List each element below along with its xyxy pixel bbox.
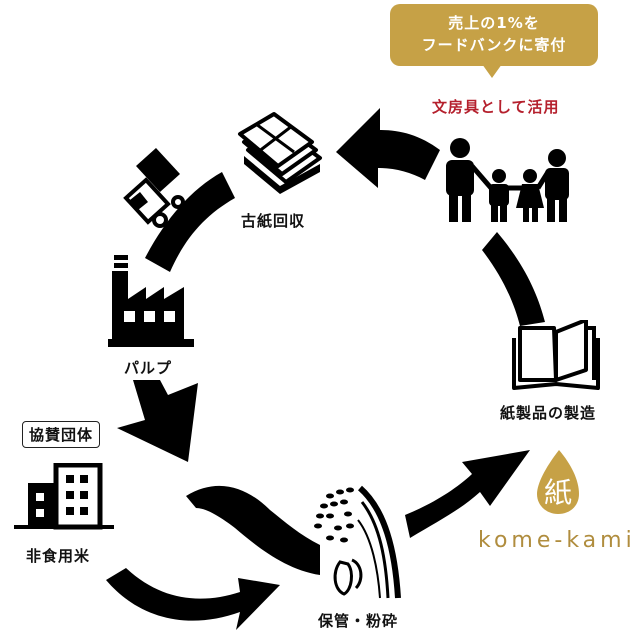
step-label-recycle: 古紙回収 — [241, 212, 306, 230]
arrow-use-to-recycle — [336, 108, 440, 188]
step-label-use: 文房具として活用 — [432, 98, 560, 116]
donation-bubble: 売上の1%を フードバンクに寄付 — [390, 4, 598, 66]
arrow-into-storage — [186, 485, 320, 575]
donation-line-2: フードバンクに寄付 — [421, 36, 567, 54]
kome-kami-logo-icon: 紙 — [537, 450, 579, 514]
donation-line-1: 売上の1%を — [448, 14, 540, 32]
open-book-icon — [512, 320, 600, 390]
factory-icon — [108, 255, 194, 347]
building-icon — [14, 463, 114, 530]
bubble-tail — [482, 64, 502, 78]
sponsor-tag: 協賛団体 — [22, 421, 101, 448]
step-label-pulp: パルプ — [124, 359, 173, 377]
logo-text: kome-kami — [478, 528, 636, 553]
step-label-manufacture: 紙製品の製造 — [500, 404, 597, 422]
family-icon — [446, 138, 569, 222]
truck-icon — [123, 148, 185, 228]
arrow-rice-to-storage — [106, 568, 280, 630]
arrow-storage-to-manufacture — [405, 450, 530, 538]
newspaper-bundle-icon — [238, 112, 322, 194]
step-label-storage: 保管・粉砕 — [318, 612, 399, 630]
arrow-manufacture-to-use — [482, 232, 545, 326]
arrow-recycle-to-pulp — [145, 172, 235, 272]
arrow-pulp-to-rice — [117, 380, 198, 462]
logo-glyph: 紙 — [544, 476, 572, 509]
rice-plant-icon — [314, 485, 401, 599]
step-label-rice: 非食用米 — [26, 547, 91, 565]
